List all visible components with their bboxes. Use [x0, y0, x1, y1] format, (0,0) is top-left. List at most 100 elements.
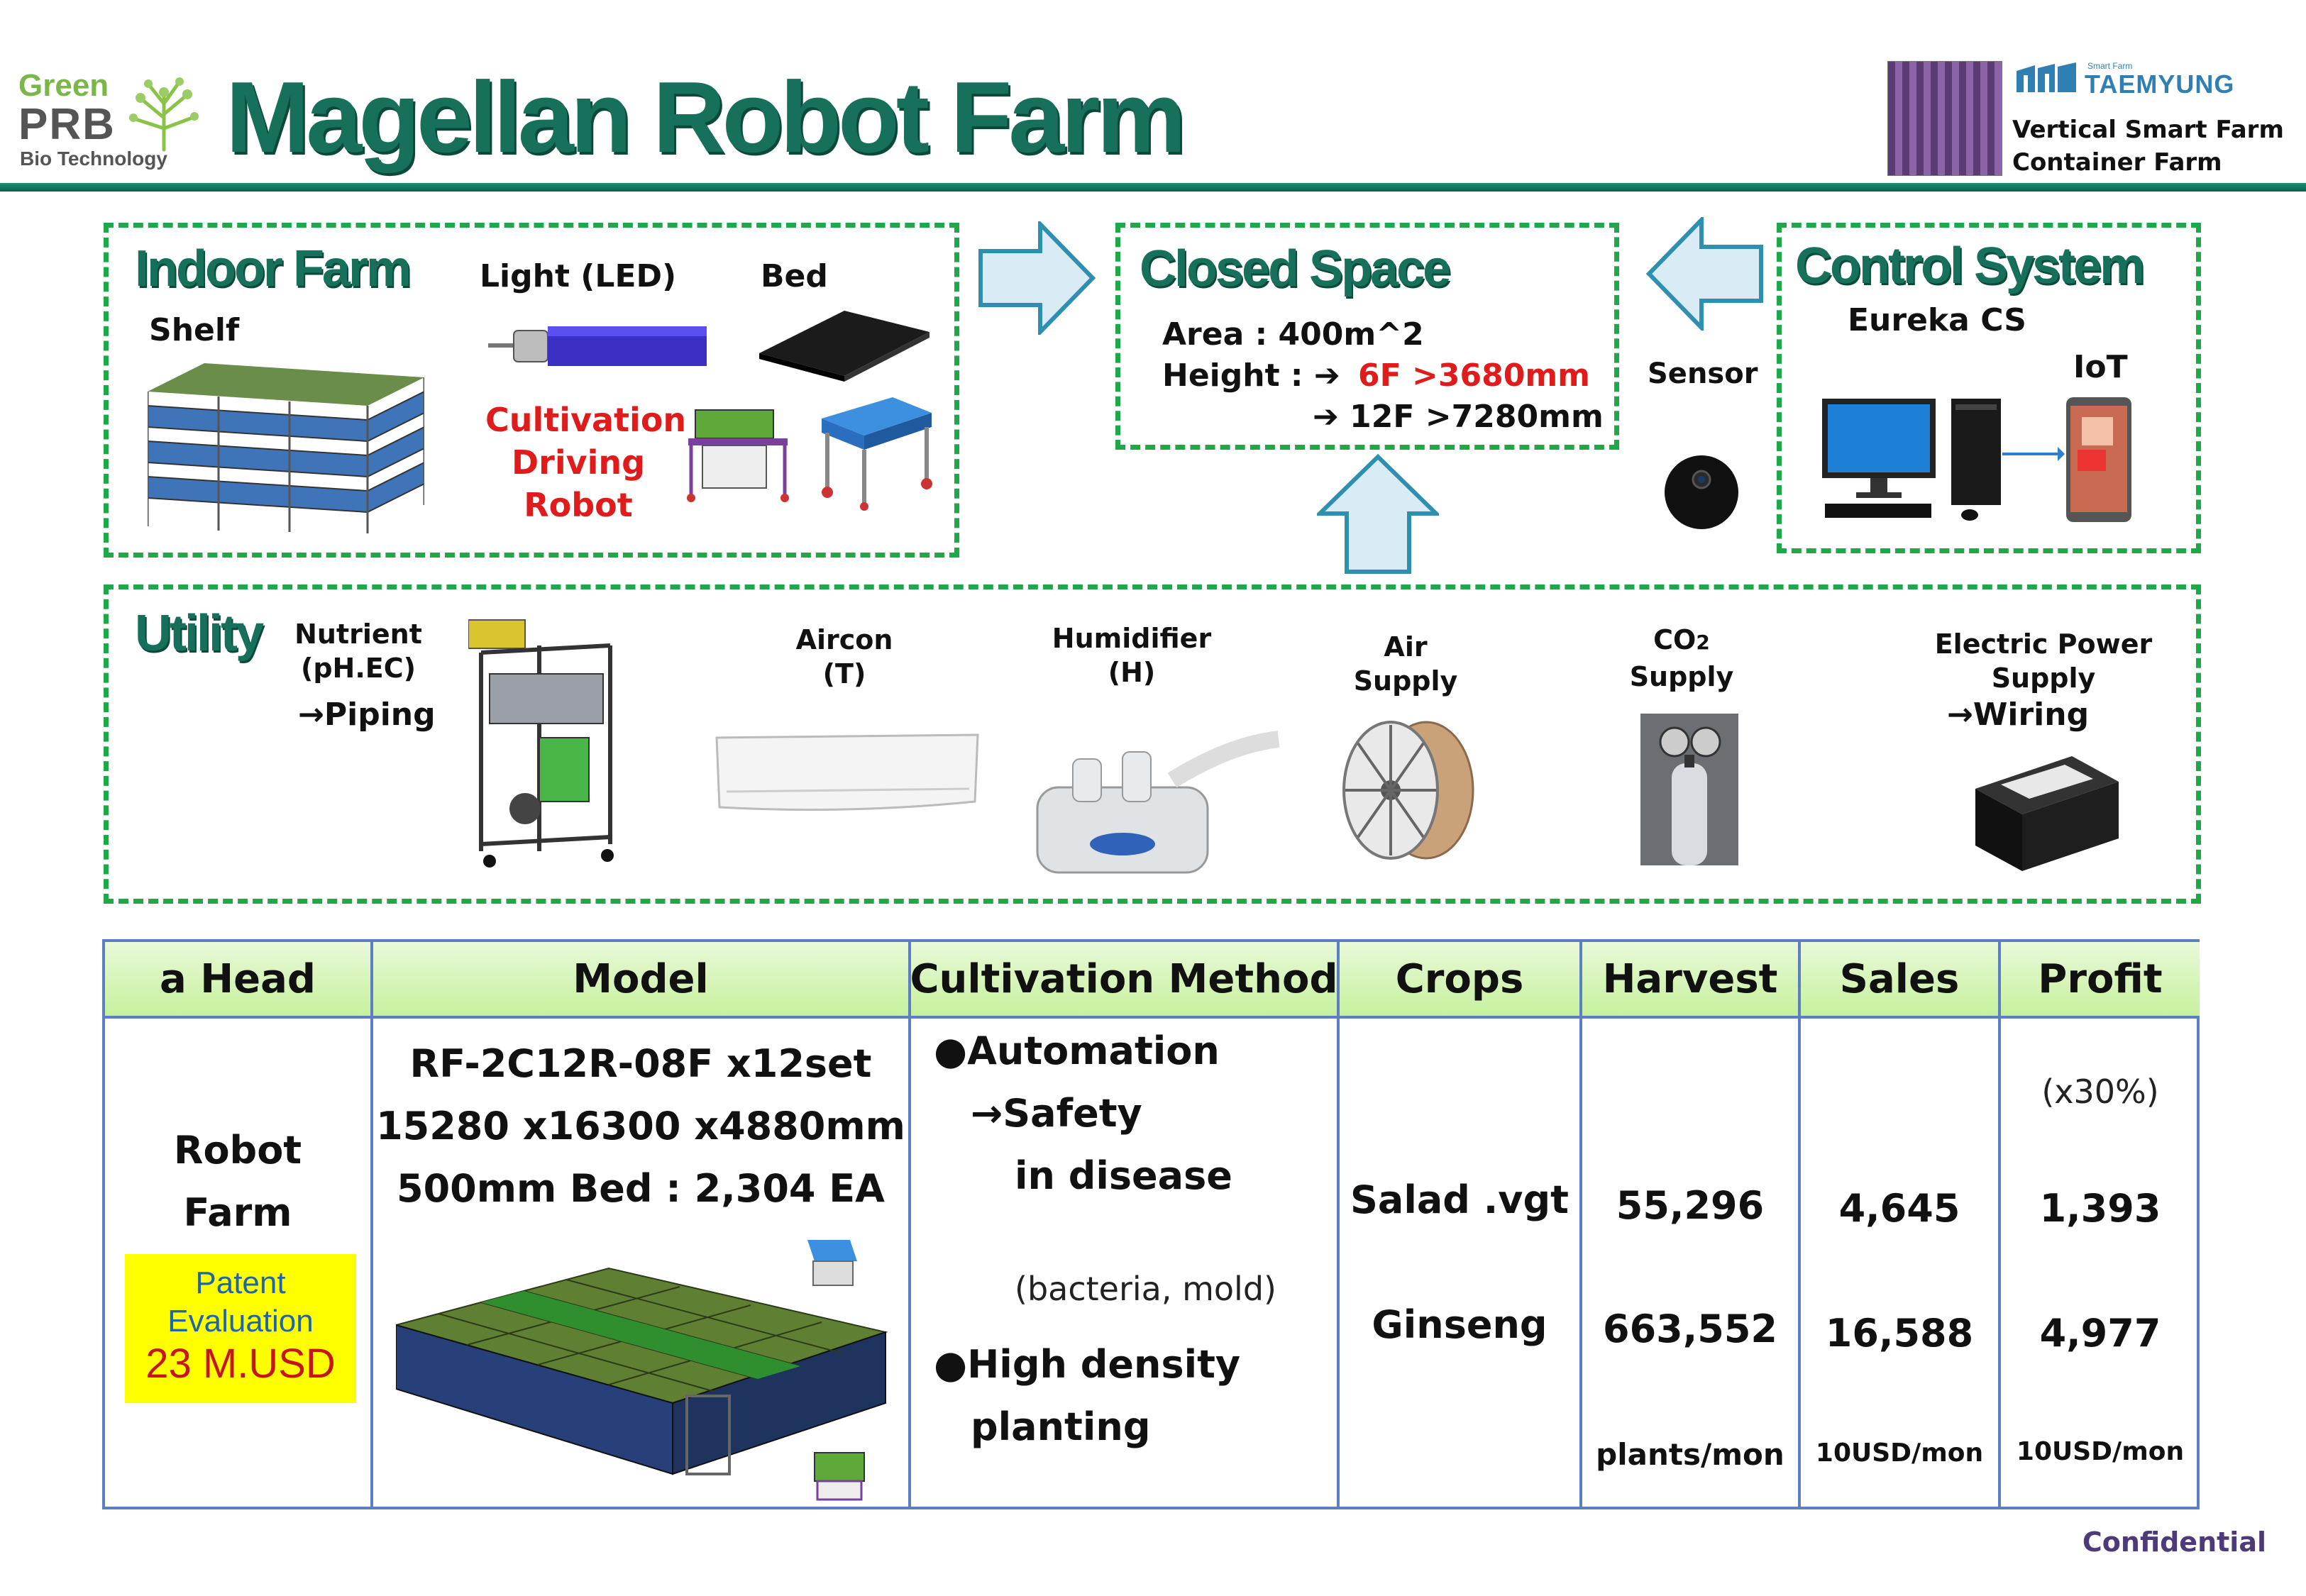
led-light-icon: [488, 326, 707, 366]
sales-unit: 10USD/mon: [1815, 1439, 1984, 1468]
method-line-2: →Safety: [971, 1091, 1142, 1136]
air-supply-line-1: Air: [1384, 631, 1428, 663]
method-line-5: ●High density: [934, 1342, 1241, 1387]
page-title: Magellan Robot Farm: [226, 61, 1186, 174]
nutrient-label: Nutrient (pH.EC): [291, 617, 426, 685]
confidential-label: Confidential: [2082, 1526, 2266, 1558]
partner-sub-line-1: Vertical Smart Farm: [2012, 116, 2284, 144]
col-divider: [1998, 1019, 2001, 1507]
computer-icon: [1822, 399, 2001, 521]
co2-line-2: Supply: [1629, 661, 1734, 692]
control-system-section: [1777, 223, 2201, 553]
indoor-farm-title: Indoor Farm: [135, 240, 412, 297]
th-sales: Sales: [1801, 942, 2001, 1019]
co2-cylinder-icon: [1640, 714, 1738, 865]
model-cell: RF-2C12R-08F x12set 15280 x16300 x4880mm…: [373, 1033, 908, 1220]
height-6f-text: 6F >3680mm: [1358, 358, 1591, 394]
nutrient-line-1: Nutrient: [294, 619, 422, 650]
aircon-line-2: (T): [822, 658, 866, 689]
taemyung-name: TAEMYUNG: [2085, 70, 2235, 99]
sales-salad: 4,645: [1838, 1186, 1960, 1231]
utility-section: [104, 584, 2201, 904]
indoor-farm-section: [104, 223, 959, 558]
robot-label-line-2: Driving: [511, 443, 646, 482]
robot-label-line-1: Cultivation: [485, 401, 687, 439]
model-line-3: 500mm Bed : 2,304 EA: [397, 1166, 885, 1211]
partner-sub-line-2: Container Farm: [2012, 148, 2222, 177]
taemyung-logo: Smart Farm TAEMYUNG: [2014, 60, 2269, 99]
humidifier-line-1: Humidifier: [1052, 623, 1212, 654]
method-line-3: in disease: [1015, 1153, 1232, 1198]
patent-value: 23 M.USD: [145, 1341, 336, 1387]
humidifier-label: Humidifier (H): [1036, 621, 1228, 689]
robot-label: Cultivation Driving Robot: [485, 399, 687, 526]
piping-label: →Piping: [298, 697, 436, 733]
head-line-1: Robot: [173, 1128, 302, 1173]
nutrient-line-2: (pH.EC): [300, 653, 416, 684]
shelf-icon: [148, 363, 424, 533]
shelf-label: Shelf: [149, 312, 240, 348]
profit-unit: 10USD/mon: [2016, 1437, 2185, 1466]
control-system-title: Control System: [1795, 238, 2145, 294]
co2-subscript: 2: [1696, 631, 1710, 654]
co2-text: CO: [1653, 624, 1697, 655]
sales-ginseng: 16,588: [1825, 1311, 1974, 1356]
closed-space-section: [1115, 223, 1619, 450]
wiring-label: →Wiring: [1947, 697, 2090, 733]
sensor-camera-icon: [1665, 455, 1738, 529]
col-divider: [1579, 1019, 1582, 1507]
method-cell: ●Automation →Safety in disease: [934, 1020, 1232, 1207]
th-harvest: Harvest: [1582, 942, 1801, 1019]
iot-phone-icon: [2066, 397, 2131, 522]
co2-line-1: CO2: [1611, 623, 1753, 660]
logo-green-text: Green: [18, 68, 109, 103]
power-line-1: Electric Power: [1934, 628, 2153, 660]
right-arrow-icon: [978, 221, 1096, 335]
harvest-unit: plants/mon: [1596, 1437, 1784, 1472]
bed-label: Bed: [761, 258, 828, 294]
eureka-label: Eureka CS: [1848, 302, 2026, 338]
co2-supply-label: CO2 Supply: [1611, 623, 1753, 694]
green-prb-logo: Green PRB Bio Technology: [18, 68, 199, 174]
profit-note: (x30%): [2041, 1073, 2159, 1111]
logo-prb-text: PRB: [18, 100, 116, 149]
profit-ginseng: 4,977: [2039, 1311, 2161, 1356]
th-crops: Crops: [1340, 942, 1582, 1019]
model-line-2: 15280 x16300 x4880mm: [376, 1104, 905, 1148]
crop-ginseng: Ginseng: [1372, 1302, 1548, 1347]
taemyung-small-text: Smart Farm: [2087, 61, 2133, 71]
air-supply-line-2: Supply: [1353, 665, 1458, 697]
logo-bio-text: Bio Technology: [20, 148, 167, 170]
harvest-ginseng: 663,552: [1603, 1307, 1777, 1351]
patent-line-1: Patent: [195, 1265, 286, 1300]
light-label: Light (LED): [480, 258, 677, 294]
power-line-2: Supply: [1991, 663, 2096, 694]
method-line-1: ●Automation: [934, 1029, 1220, 1073]
robot-farm-layout-icon: [396, 1240, 888, 1501]
head-cell: Robot Farm: [105, 1119, 370, 1244]
nutrient-system-icon: [468, 619, 614, 868]
col-divider: [1337, 1019, 1340, 1507]
sensor-label: Sensor: [1648, 358, 1758, 390]
tree-icon: [129, 77, 199, 152]
th-model: Model: [373, 942, 911, 1019]
arrow-to-iot-icon: [2002, 447, 2065, 461]
humidifier-line-2: (H): [1108, 657, 1156, 688]
power-supply-icon: [1975, 756, 2119, 871]
patent-evaluation-badge: Patent Evaluation 23 M.USD: [125, 1254, 356, 1403]
driving-robot-icon: [822, 397, 932, 511]
method-line-6: planting: [971, 1404, 1151, 1449]
col-divider: [908, 1019, 911, 1507]
method-density: ●High density planting: [934, 1334, 1240, 1458]
th-a-head: a Head: [105, 942, 373, 1019]
area-text: Area : 400m^2: [1162, 316, 1424, 353]
col-divider: [1798, 1019, 1801, 1507]
method-note: (bacteria, mold): [1015, 1270, 1276, 1308]
aircon-label: Aircon (T): [773, 623, 915, 691]
th-profit: Profit: [2001, 942, 2200, 1019]
crop-salad: Salad .vgt: [1350, 1177, 1569, 1222]
patent-line-2: Evaluation: [167, 1304, 314, 1339]
bed-tray-icon: [759, 311, 929, 382]
taemyung-mark-icon: [2017, 62, 2076, 92]
iot-label: IoT: [2073, 349, 2128, 385]
